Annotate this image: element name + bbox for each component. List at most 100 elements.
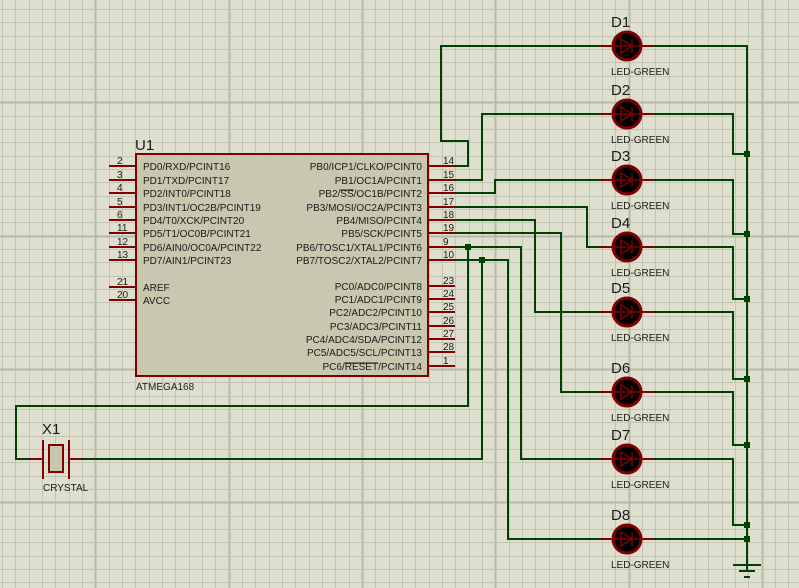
wire-d5-bus[interactable] <box>652 311 747 380</box>
pin-number: 3 <box>117 170 123 181</box>
wire-d3-bus[interactable] <box>652 179 747 235</box>
wire-d6-bus[interactable] <box>652 391 747 446</box>
pin-name: PD3/INT1/OC2B/PCINT19 <box>143 203 261 214</box>
led-part-name: LED-GREEN <box>611 413 669 424</box>
pin-number: 27 <box>443 329 455 340</box>
pin-number: 19 <box>443 223 455 234</box>
junction-dot <box>744 231 750 237</box>
pin-number: 4 <box>117 183 123 194</box>
pin-number: 14 <box>443 156 455 167</box>
pin-name: PB6/TOSC1/XTAL1/PCINT6 <box>296 243 422 254</box>
chip-right-pins: 14PB0/ICP1/CLKO/PCINT015PB1/OC1A/PCINT11… <box>296 156 455 373</box>
junctions <box>465 151 750 542</box>
pin-number: 18 <box>443 210 455 221</box>
wire-pb0-d1[interactable] <box>440 45 612 167</box>
junction-dot <box>465 244 471 250</box>
wire-pb1-d2[interactable] <box>455 113 612 181</box>
crystal-x1[interactable]: X1 CRYSTAL <box>30 421 89 494</box>
led-refdes: D6 <box>611 360 630 377</box>
chip-refdes: U1 <box>135 137 154 154</box>
led-refdes: D7 <box>611 427 630 444</box>
microcontroller-u1[interactable]: U1 ATMEGA168 2PD0/RXD/PCINT163PD1/TXD/PC… <box>109 137 455 393</box>
pin-name: PD1/TXD/PCINT17 <box>143 176 230 187</box>
wire-xtal1-crystal[interactable] <box>15 247 469 460</box>
ground-icon[interactable] <box>733 564 761 578</box>
wire-d4-bus[interactable] <box>652 246 747 300</box>
wire-pb2-d3[interactable] <box>455 179 612 194</box>
led-part-name: LED-GREEN <box>611 560 669 571</box>
wire-pb4-d5[interactable] <box>455 219 612 313</box>
junction-dot <box>744 536 750 542</box>
pin-name: AREF <box>143 283 170 294</box>
chip-left-pins: 2PD0/RXD/PCINT163PD1/TXD/PCINT174PD2/INT… <box>109 156 262 307</box>
pin-name: PB7/TOSC2/XTAL2/PCINT7 <box>296 256 422 267</box>
pin-number: 23 <box>443 276 455 287</box>
pin-number: 17 <box>443 197 455 208</box>
pin-name: PD7/AIN1/PCINT23 <box>143 256 232 267</box>
led-refdes: D4 <box>611 215 630 232</box>
junction-dot <box>479 257 485 263</box>
pin-name: PC6/RESET/PCINT14 <box>323 362 423 373</box>
pin-name: PD4/T0/XCK/PCINT20 <box>143 216 245 227</box>
wire-xtal2-crystal[interactable] <box>82 260 483 460</box>
crystal-refdes: X1 <box>42 421 60 438</box>
led-part-name: LED-GREEN <box>611 480 669 491</box>
pin-name: PD6/AIN0/OC0A/PCINT22 <box>143 243 262 254</box>
wire-d7-bus[interactable] <box>652 458 747 526</box>
wire-pb3-d4[interactable] <box>455 206 612 248</box>
pin-name: PD2/INT0/PCINT18 <box>143 189 231 200</box>
pin-number: 20 <box>117 290 129 301</box>
wire-d2-bus[interactable] <box>652 113 747 155</box>
led-part-name: LED-GREEN <box>611 333 669 344</box>
pin-name: PC1/ADC1/PCINT9 <box>335 295 423 306</box>
crystal-part-name: CRYSTAL <box>43 483 89 494</box>
wire-pb5-d6[interactable] <box>455 232 612 393</box>
junction-dot <box>744 296 750 302</box>
junction-dot <box>744 376 750 382</box>
wire-d1-bus[interactable] <box>652 45 748 570</box>
pin-name: PB4/MISO/PCINT4 <box>336 216 422 227</box>
led-refdes: D5 <box>611 280 630 297</box>
pin-name: PC4/ADC4/SDA/PCINT12 <box>306 335 423 346</box>
junction-dot <box>744 522 750 528</box>
pin-name: PB5/SCK/PCINT5 <box>341 229 422 240</box>
chip-body[interactable] <box>135 153 429 377</box>
wire-pb6-d7[interactable] <box>455 246 612 460</box>
pin-number: 11 <box>117 223 128 234</box>
junction-dot <box>744 442 750 448</box>
